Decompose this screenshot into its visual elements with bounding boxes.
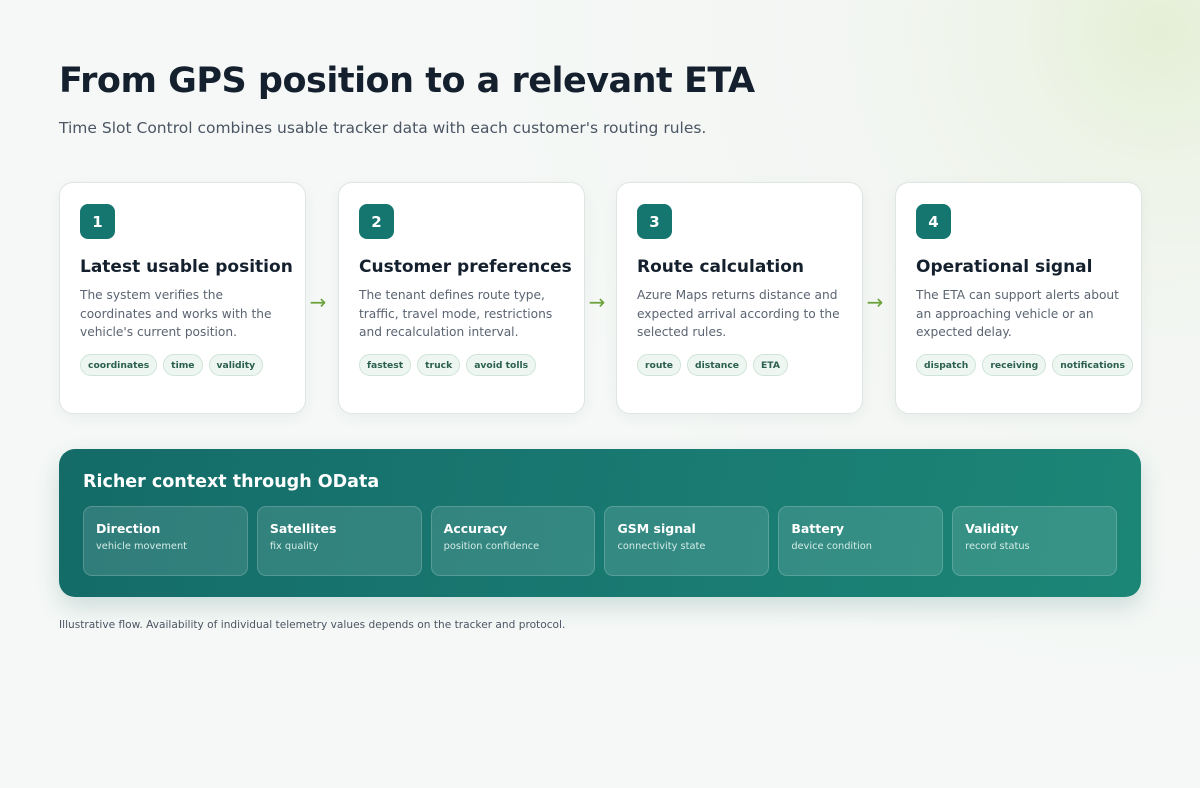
tag: coordinates: [80, 354, 158, 376]
step-tags: dispatch receiving notifications: [916, 354, 1133, 376]
step-description: The tenant defines route type, traffic, …: [359, 288, 553, 339]
attribute-description: device condition: [791, 541, 872, 552]
attribute-description: position confidence: [443, 541, 540, 552]
attribute-name: Direction: [96, 521, 161, 536]
odata-panel: Richer context through OData Direction v…: [59, 449, 1141, 597]
attribute-card-battery: Battery device condition: [778, 506, 944, 576]
tag: notifications: [1052, 354, 1133, 376]
tag: fastest: [359, 354, 412, 376]
attribute-name: Accuracy: [443, 521, 508, 536]
tag: validity: [208, 354, 264, 376]
attribute-description: fix quality: [269, 541, 319, 552]
step-tags: coordinates time validity: [80, 354, 264, 376]
attribute-card-gsm-signal: GSM signal connectivity state: [604, 506, 770, 576]
step-title: Route calculation: [637, 257, 805, 277]
attribute-name: Satellites: [269, 521, 337, 536]
attribute-name: Validity: [965, 521, 1019, 536]
step-tags: fastest truck avoid tolls: [359, 354, 537, 376]
step-description: The system verifies the coordinates and …: [80, 288, 272, 339]
arrow-right-icon: →: [588, 290, 606, 314]
step-card-2: 2 Customer preferences The tenant define…: [338, 182, 585, 414]
step-description: Azure Maps returns distance and expected…: [637, 288, 840, 339]
attribute-card-accuracy: Accuracy position confidence: [430, 506, 596, 576]
page-subtitle: Time Slot Control combines usable tracke…: [59, 119, 707, 137]
attribute-description: record status: [965, 541, 1030, 552]
step-title: Customer preferences: [359, 257, 572, 277]
flow-steps: 1 Latest usable position The system veri…: [59, 182, 1142, 414]
page: From GPS position to a relevant ETA Time…: [59, 60, 1142, 631]
attribute-description: connectivity state: [617, 541, 706, 552]
tag: route: [637, 354, 682, 376]
step-card-3: 3 Route calculation Azure Maps returns d…: [616, 182, 863, 414]
step-number-badge: 1: [80, 204, 115, 239]
step-card-1: 1 Latest usable position The system veri…: [59, 182, 306, 414]
tag: dispatch: [916, 354, 977, 376]
step-number-badge: 2: [359, 204, 394, 239]
step-card-4: 4 Operational signal The ETA can support…: [895, 182, 1142, 414]
tag: receiving: [982, 354, 1047, 376]
tag: truck: [417, 354, 461, 376]
step-number-badge: 3: [637, 204, 672, 239]
attribute-name: GSM signal: [617, 521, 696, 536]
step-title: Latest usable position: [80, 257, 293, 277]
odata-title: Richer context through OData: [83, 472, 380, 492]
step-tags: route distance ETA: [637, 354, 788, 376]
arrow-right-icon: →: [866, 290, 884, 314]
attribute-description: vehicle movement: [96, 541, 187, 552]
odata-attributes: Direction vehicle movement Satellites fi…: [83, 506, 1117, 576]
attribute-card-direction: Direction vehicle movement: [83, 506, 248, 576]
tag: time: [163, 354, 203, 376]
tag: distance: [687, 354, 748, 376]
attribute-card-satellites: Satellites fix quality: [256, 506, 422, 576]
arrow-right-icon: →: [309, 290, 327, 314]
step-description: The ETA can support alerts about an appr…: [916, 288, 1119, 339]
footnote: Illustrative flow. Availability of indiv…: [59, 619, 566, 631]
page-title: From GPS position to a relevant ETA: [59, 61, 755, 101]
attribute-name: Battery: [791, 521, 845, 536]
tag: ETA: [753, 354, 788, 376]
attribute-card-validity: Validity record status: [952, 506, 1117, 576]
step-number-badge: 4: [916, 204, 951, 239]
step-title: Operational signal: [916, 257, 1093, 277]
tag: avoid tolls: [466, 354, 537, 376]
